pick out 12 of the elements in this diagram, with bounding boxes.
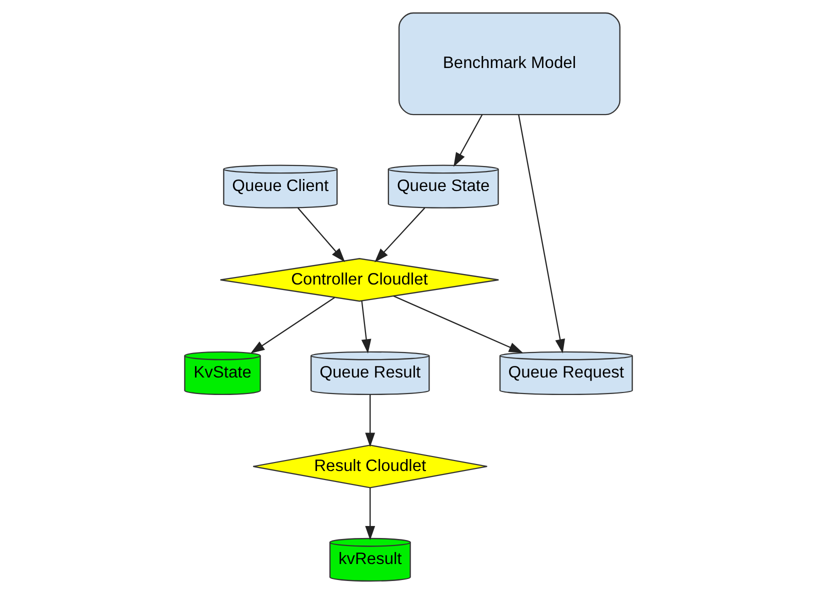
arrow bbox=[518, 114, 566, 354]
arrow bbox=[297, 208, 346, 262]
arrow bbox=[365, 488, 376, 540]
node-diamond: Controller Cloudlet bbox=[220, 258, 500, 302]
arrow bbox=[361, 300, 372, 354]
node-diamond: Result Cloudlet bbox=[252, 444, 488, 488]
arrow bbox=[365, 394, 376, 447]
arrow bbox=[454, 114, 483, 167]
node-box: Benchmark Model bbox=[398, 12, 620, 116]
arrow bbox=[393, 296, 524, 354]
arrow bbox=[374, 208, 426, 262]
arrow bbox=[250, 297, 336, 354]
